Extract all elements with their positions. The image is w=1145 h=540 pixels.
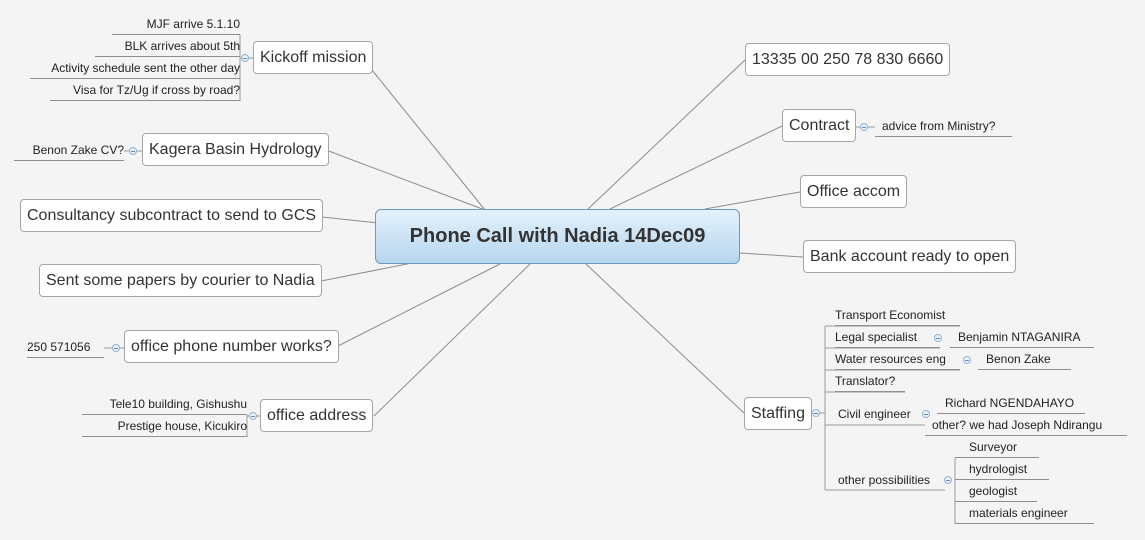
collapse-civil-icon[interactable] (922, 410, 930, 418)
collapse-other-icon[interactable] (944, 476, 952, 484)
topic-consultancy-subcontract[interactable]: Consultancy subcontract to send to GCS (20, 199, 324, 232)
address-item-2: Prestige house, Kicukiro (82, 419, 247, 437)
kagera-item-1: Benon Zake CV? (14, 143, 124, 161)
collapse-water-icon[interactable] (963, 356, 971, 364)
collapse-contract-icon[interactable] (860, 123, 868, 131)
collapse-kagera-icon[interactable] (129, 147, 137, 155)
civil-engineer-name-1: Richard NGENDAHAYO (937, 396, 1085, 414)
topic-bank-account[interactable]: Bank account ready to open (803, 240, 1017, 273)
topic-staffing[interactable]: Staffing (744, 397, 812, 430)
staffing-other-possibilities: other possibilities (838, 473, 931, 487)
other-possibility-4: materials engineer (955, 506, 1094, 524)
collapse-staffing-icon[interactable] (812, 409, 820, 417)
staffing-legal-specialist: Legal specialist (835, 330, 940, 348)
civil-engineer-name-2: other? we had Joseph Ndirangu (925, 418, 1127, 436)
collapse-legal-icon[interactable] (934, 334, 942, 342)
collapse-phone-icon[interactable] (112, 344, 120, 352)
topic-office-address[interactable]: office address (260, 399, 374, 432)
water-resources-name: Benon Zake (978, 352, 1071, 370)
topic-kickoff-mission[interactable]: Kickoff mission (253, 41, 374, 74)
legal-specialist-name: Benjamin NTAGANIRA (950, 330, 1094, 348)
address-item-1: Tele10 building, Gishushu (82, 397, 247, 415)
other-possibility-1: Surveyor (955, 440, 1039, 458)
topic-office-accom[interactable]: Office accom (800, 175, 908, 208)
kickoff-item-4: Visa for Tz/Ug if cross by road? (50, 83, 240, 101)
kickoff-item-2: BLK arrives about 5th (95, 39, 240, 57)
staffing-water-resources-eng: Water resources eng (835, 352, 960, 370)
staffing-transport-economist: Transport Economist (835, 308, 960, 326)
staffing-translator: Translator? (835, 374, 905, 392)
kickoff-item-3: Activity schedule sent the other day (30, 61, 240, 79)
phone-item-1: 250 571056 (27, 340, 104, 358)
topic-sent-papers[interactable]: Sent some papers by courier to Nadia (39, 264, 322, 297)
contract-item-1: advice from Ministry? (875, 119, 1012, 137)
collapse-address-icon[interactable] (249, 412, 257, 420)
collapse-kickoff-icon[interactable] (241, 54, 249, 62)
kickoff-item-1: MJF arrive 5.1.10 (112, 17, 240, 35)
topic-kagera-basin-hydrology[interactable]: Kagera Basin Hydrology (142, 133, 329, 166)
central-topic[interactable]: Phone Call with Nadia 14Dec09 (375, 209, 740, 264)
other-possibility-3: geologist (955, 484, 1037, 502)
other-possibility-2: hydrologist (955, 462, 1049, 480)
topic-phone-number[interactable]: 13335 00 250 78 830 6660 (745, 43, 951, 76)
staffing-civil-engineer: Civil engineer (838, 407, 911, 421)
topic-contract[interactable]: Contract (782, 109, 857, 142)
topic-office-phone[interactable]: office phone number works? (124, 330, 339, 363)
